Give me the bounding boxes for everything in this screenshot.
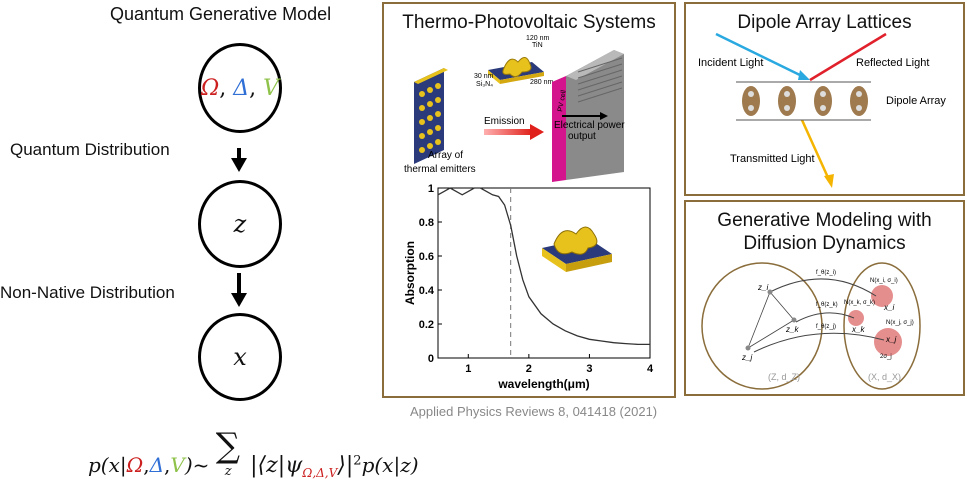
label-30nm: 30 nm	[474, 73, 494, 80]
label-tin: TiN	[532, 42, 543, 49]
quantum-distribution-label: Quantum Distribution	[10, 140, 170, 159]
x-tick-label: 4	[647, 363, 654, 375]
dipole-panel: Dipole Array Lattices Incident Light Ref…	[684, 2, 965, 196]
label-emission: Emission	[484, 116, 525, 127]
chart-frame	[437, 187, 651, 359]
diffusion-panel: Generative Modeling with Diffusion Dynam…	[684, 200, 965, 396]
x-tick-label: 2	[526, 363, 532, 375]
qgm-title: Quantum Generative Model	[110, 4, 332, 24]
label-f-zj: f_θ(z_j)	[816, 324, 836, 330]
node-x: x	[198, 313, 282, 401]
diffusion-title-2: Diffusion Dynamics	[743, 233, 906, 254]
label-f-zi: f_θ(z_i)	[816, 270, 836, 276]
label-n-i: N(x_i, σ_i)	[870, 278, 898, 284]
label-zk: z_k	[785, 325, 799, 334]
y-tick-label: 0.6	[419, 251, 434, 263]
label-two-sigma: 2σ_j	[880, 354, 892, 360]
param-v: V	[263, 75, 280, 101]
dipole-illustration: Incident Light Reflected Light Dipole Ar…	[698, 32, 946, 188]
y-axis-label: Absorption	[403, 241, 417, 305]
non-native-distribution-label: Non-Native Distribution	[0, 283, 175, 302]
y-tick-label: 0	[428, 353, 434, 365]
x-axis-label: wavelength(μm)	[497, 377, 589, 391]
tpv-panel: Thermo-Photovoltaic Systems 120 nm TiN 3…	[382, 2, 676, 398]
citation: Applied Physics Reviews 8, 041418 (2021)	[410, 404, 658, 419]
label-n-j: N(x_j, σ_j)	[886, 320, 914, 326]
node-parameters: Ω, Δ, V	[198, 43, 282, 133]
tpv-illustration: 120 nm TiN 30 nm Si₃N₄ 280 nm PV cell Em…	[404, 35, 625, 182]
dipole-title: Dipole Array Lattices	[737, 12, 912, 33]
x-tick-label: 1	[465, 363, 471, 375]
y-tick-label: 1	[428, 183, 434, 195]
label-120nm: 120 nm	[526, 35, 550, 42]
label-power-1: Electrical power	[554, 120, 625, 131]
y-tick-label: 0.4	[419, 285, 435, 297]
label-zj: z_j	[741, 353, 752, 362]
label-reflected: Reflected Light	[856, 57, 929, 69]
node-connectors	[231, 148, 247, 307]
label-si3n4: Si₃N₄	[476, 81, 493, 88]
label-array-1: Array of	[428, 150, 463, 161]
label-array-2: thermal emitters	[404, 164, 476, 175]
absorption-chart: 0 0.2 0.4 0.6 0.8 1 1 2 3 4 wavelength(μm) Absorpti…	[403, 183, 654, 391]
param-omega: Ω	[200, 75, 220, 101]
label-space-x: (X, d_X)	[868, 372, 901, 382]
label-power-2: output	[568, 131, 596, 142]
param-delta: Δ	[233, 75, 250, 101]
label-incident: Incident Light	[698, 57, 763, 69]
label-dipole-array: Dipole Array	[886, 95, 946, 107]
label-n-k: N(x_k, σ_k)	[844, 300, 875, 306]
label-space-z: (Z, d_Z)	[768, 372, 800, 382]
formula: p(x|Ω,Δ,V)~ ∑ z |⟨z|ψΩ,Δ,V⟩|2p(x|z)	[88, 426, 419, 480]
diffusion-title-1: Generative Modeling with	[717, 210, 932, 231]
label-xk: x_k	[851, 325, 865, 334]
label-zi: z_i	[757, 283, 768, 292]
label-f-zk: f_θ(z_k)	[816, 302, 838, 308]
chart-inset-structure	[542, 226, 612, 272]
label-280nm: 280 nm	[530, 79, 554, 86]
label-xj: x_j	[885, 335, 896, 344]
diffusion-illustration: z_i z_k z_j x_i x_k x_j f_θ(z_i) f_θ(z_k…	[701, 262, 921, 390]
x-tick-label: 3	[586, 363, 592, 375]
label-xi: x_i	[883, 303, 894, 312]
absorption-line	[437, 187, 650, 346]
y-tick-label: 0.8	[419, 217, 434, 229]
node-z: z	[198, 180, 282, 268]
label-pv-cell: PV cell	[557, 89, 568, 112]
tpv-title: Thermo-Photovoltaic Systems	[402, 12, 656, 33]
label-transmitted: Transmitted Light	[730, 153, 815, 165]
y-tick-label: 0.2	[419, 319, 434, 331]
